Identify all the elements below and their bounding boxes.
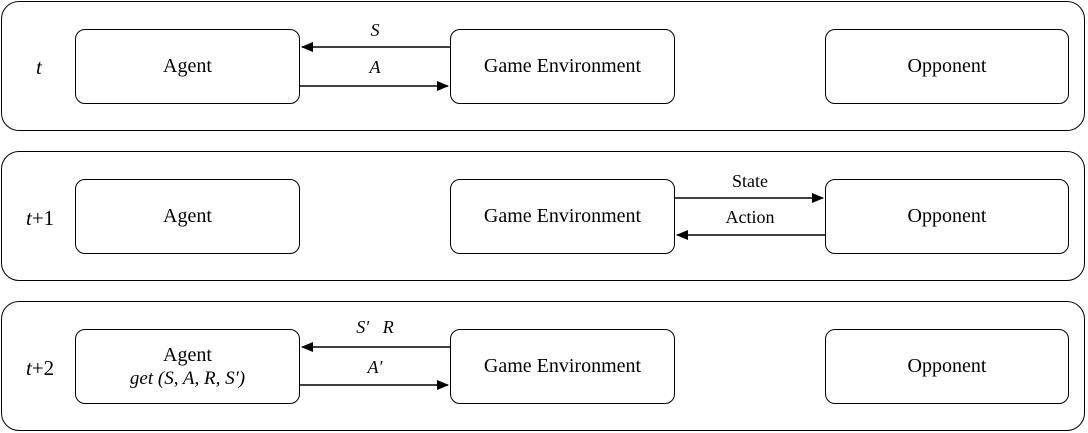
- environment-label: Game Environment: [483, 205, 642, 227]
- arrow-label-action-t-plus-1: Action: [725, 207, 775, 227]
- agent-update-label: get (S, A, R, S′): [129, 367, 246, 389]
- opponent-box-t-plus-1: Opponent: [825, 179, 1069, 254]
- arrow-label-state-reward-t-plus-2: S′ R: [356, 317, 394, 337]
- arrow-label-action-t-plus-2: A′: [367, 357, 383, 377]
- environment-label: Game Environment: [483, 55, 642, 77]
- environment-box-t-plus-2: Game Environment: [450, 329, 675, 404]
- environment-box-t-plus-1: Game Environment: [450, 179, 675, 254]
- agent-box-t: Agent: [75, 29, 300, 104]
- time-label-t: t: [36, 55, 42, 79]
- arrow-label-state-t: S: [370, 20, 380, 40]
- time-label-t-plus-1: t+1: [26, 206, 55, 230]
- environment-label: Game Environment: [483, 355, 642, 377]
- opponent-label: Opponent: [907, 355, 987, 377]
- opponent-box-t: Opponent: [825, 29, 1069, 104]
- environment-box-t: Game Environment: [450, 29, 675, 104]
- arrow-label-state-t-plus-1: State: [732, 171, 768, 191]
- arrow-label-action-t: A: [369, 57, 381, 77]
- agent-box-t-plus-1: Agent: [75, 179, 300, 254]
- panel-t: [1, 1, 1085, 131]
- panel-t-plus-2: [1, 301, 1085, 431]
- agent-label: Agent: [163, 55, 212, 77]
- agent-box-t-plus-2: Agent get (S, A, R, S′): [75, 329, 300, 404]
- panel-t-plus-1: [1, 151, 1085, 281]
- agent-label: Agent: [163, 343, 212, 366]
- opponent-label: Opponent: [907, 205, 987, 227]
- agent-label: Agent: [163, 205, 212, 227]
- time-label-t-plus-2: t+2: [26, 356, 55, 380]
- opponent-box-t-plus-2: Opponent: [825, 329, 1069, 404]
- opponent-label: Opponent: [907, 55, 987, 77]
